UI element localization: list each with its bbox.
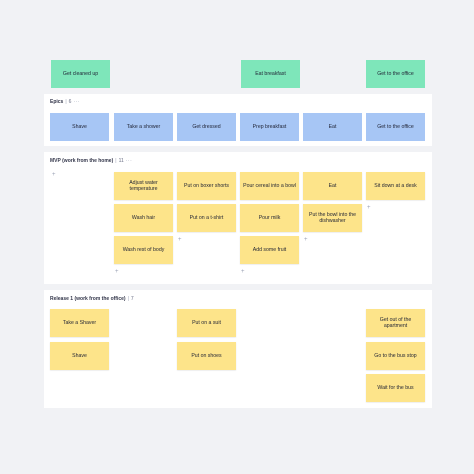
- activity-card-get-cleaned-up[interactable]: Get cleaned up: [51, 60, 110, 88]
- add-card-plus-icon[interactable]: +: [304, 237, 308, 243]
- release1-lane-count: 7: [130, 296, 134, 302]
- mvp-lane-header: MVP (work from the home)|11···: [50, 158, 133, 164]
- story-card[interactable]: Put on shoes: [177, 342, 236, 370]
- story-card[interactable]: Eat: [303, 172, 362, 200]
- add-card-plus-icon[interactable]: +: [367, 205, 371, 211]
- release1-lane-title: Release 1 (work from the office): [50, 296, 126, 302]
- epic-card[interactable]: Get dressed: [177, 113, 236, 141]
- epic-card[interactable]: Get to the office: [366, 113, 425, 141]
- story-card[interactable]: Get out of the apartment: [366, 309, 425, 337]
- story-card[interactable]: Take a Shaver: [50, 309, 109, 337]
- mvp-lane-count: 11: [118, 158, 124, 164]
- story-card[interactable]: Adjust water temperature: [114, 172, 173, 200]
- epics-lane-count: 6: [68, 99, 72, 105]
- epics-lane-more-icon[interactable]: ···: [73, 99, 80, 105]
- story-card[interactable]: Add some fruit: [240, 236, 299, 264]
- story-card[interactable]: Put on boxer shorts: [177, 172, 236, 200]
- add-card-plus-icon[interactable]: +: [115, 269, 119, 275]
- story-card[interactable]: Wash hair: [114, 204, 173, 232]
- story-card[interactable]: Go to the bus stop: [366, 342, 425, 370]
- release1-lane: Release 1 (work from the office)|7 Take …: [44, 290, 432, 408]
- story-card[interactable]: Shave: [50, 342, 109, 370]
- epic-card[interactable]: Take a shower: [114, 113, 173, 141]
- epics-lane-header: Epics|6···: [50, 99, 80, 105]
- story-card[interactable]: Pour cereal into a bowl: [240, 172, 299, 200]
- mvp-lane: MVP (work from the home)|11··· + Adjust …: [44, 152, 432, 284]
- add-card-plus-icon[interactable]: +: [178, 237, 182, 243]
- story-card[interactable]: Put the bowl into the dishwasher: [303, 204, 362, 232]
- add-card-plus-icon[interactable]: +: [52, 172, 56, 178]
- story-card[interactable]: Wash rest of body: [114, 236, 173, 264]
- story-card[interactable]: Put on a t-shirt: [177, 204, 236, 232]
- epic-card[interactable]: Prep breakfast: [240, 113, 299, 141]
- epic-card[interactable]: Eat: [303, 113, 362, 141]
- activity-card-get-to-the-office[interactable]: Get to the office: [366, 60, 425, 88]
- epic-card[interactable]: Shave: [50, 113, 109, 141]
- epics-lane: Epics|6··· Shave Take a shower Get dress…: [44, 94, 432, 146]
- story-card[interactable]: Wait for the bus: [366, 374, 425, 402]
- story-card[interactable]: Put on a suit: [177, 309, 236, 337]
- add-card-plus-icon[interactable]: +: [241, 269, 245, 275]
- mvp-lane-more-icon[interactable]: ···: [125, 158, 133, 164]
- epics-lane-title: Epics: [50, 99, 64, 105]
- mvp-lane-title: MVP (work from the home): [50, 158, 114, 164]
- release1-lane-header: Release 1 (work from the office)|7: [50, 296, 134, 302]
- story-card[interactable]: Sit down at a desk: [366, 172, 425, 200]
- activity-card-eat-breakfast[interactable]: Eat breakfast: [241, 60, 300, 88]
- story-card[interactable]: Pour milk: [240, 204, 299, 232]
